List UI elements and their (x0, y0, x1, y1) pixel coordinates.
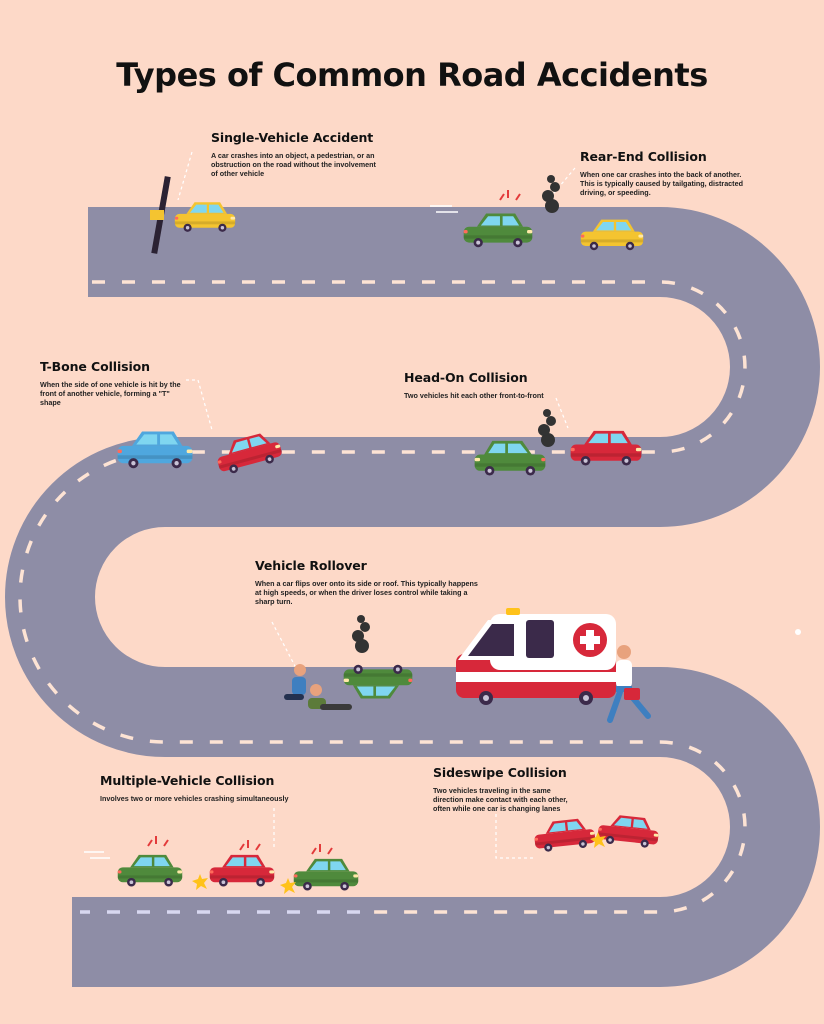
label-sideswipe: Sideswipe Collision Two vehicles traveli… (433, 765, 583, 814)
label-multi-vehicle: Multiple-Vehicle Collision Involves two … (100, 773, 300, 803)
label-single-vehicle: Single-Vehicle Accident A car crashes in… (211, 130, 381, 179)
label-description: When a car flips over onto its side or r… (255, 579, 478, 607)
label-title: Vehicle Rollover (255, 558, 367, 573)
label-description: When the side of one vehicle is hit by t… (40, 380, 181, 408)
sideswipe-illustration (533, 813, 660, 853)
label-rear-end: Rear-End Collision When one car crashes … (580, 149, 745, 198)
label-description: When one car crashes into the back of an… (580, 170, 743, 198)
label-title: Sideswipe Collision (433, 765, 567, 780)
label-title: Rear-End Collision (580, 149, 707, 164)
label-title: T-Bone Collision (40, 359, 150, 374)
single-vehicle-illustration (150, 176, 235, 254)
rescuer-figures (284, 664, 352, 710)
speed-lines (84, 205, 458, 859)
road (5, 207, 820, 987)
rollover-illustration (284, 608, 651, 723)
lane-dashes (18, 280, 747, 914)
label-description: Involves two or more vehicles crashing s… (100, 794, 289, 803)
ambulance (456, 608, 616, 705)
rear-end-illustration (464, 175, 644, 250)
label-title: Single-Vehicle Accident (211, 130, 374, 145)
page-title: Types of Common Road Accidents (116, 56, 708, 94)
multi-vehicle-illustration (118, 836, 358, 894)
label-description: Two vehicles traveling in the same direc… (433, 786, 568, 814)
label-description: A car crashes into an object, a pedestri… (211, 151, 376, 179)
paramedic-figure (607, 645, 651, 723)
label-title: Multiple-Vehicle Collision (100, 773, 275, 788)
label-title: Head-On Collision (404, 370, 528, 385)
label-t-bone: T-Bone Collision When the side of one ve… (40, 359, 188, 408)
label-description: Two vehicles hit each other front-to-fro… (404, 391, 544, 400)
pointer-lines (177, 151, 576, 859)
label-rollover: Vehicle Rollover When a car flips over o… (255, 558, 480, 607)
label-head-on: Head-On Collision Two vehicles hit each … (404, 370, 574, 400)
